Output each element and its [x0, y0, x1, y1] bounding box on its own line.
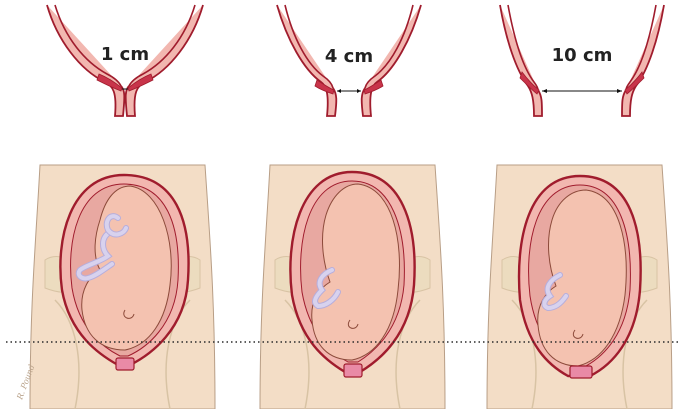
cervix-2 [344, 364, 362, 377]
uterus-panel-2 [260, 165, 445, 409]
dilation-label-1: 1 cm [101, 44, 149, 65]
dilation-label-2: 4 cm [325, 46, 373, 67]
cervix-stage-2: 4 cm [277, 5, 421, 116]
uterus-panel-3 [487, 165, 672, 409]
uterus-panel-1: R. Pound [15, 165, 215, 409]
cervix-stage-1: 1 cm [47, 5, 203, 116]
cervix-1 [116, 358, 134, 370]
cervix-stage-3: 10 cm [500, 5, 664, 116]
cervix-3 [570, 366, 592, 378]
dilation-label-3: 10 cm [552, 45, 613, 66]
